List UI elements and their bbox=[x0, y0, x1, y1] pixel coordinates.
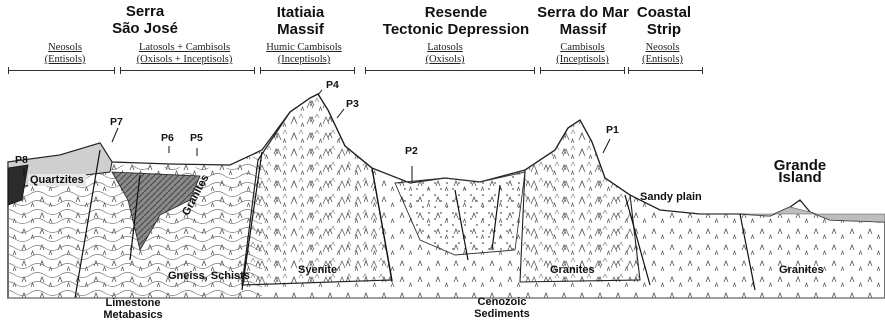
extent-bar bbox=[120, 70, 255, 71]
label-limestone-metabasics: Limestone Metabasics bbox=[92, 297, 174, 321]
region-name: Itatiaia Massif bbox=[253, 4, 348, 38]
region-name: Coastal Strip bbox=[624, 4, 704, 38]
label-gneiss-schists: Gneiss, Schists bbox=[168, 270, 250, 282]
soil-label-cambisols: Cambisols (Inceptisols) bbox=[545, 42, 620, 66]
extent-bar bbox=[628, 70, 703, 71]
point-p1: P1 bbox=[606, 124, 619, 136]
soil-label-humic-cambisols: Humic Cambisols (Inceptisols) bbox=[259, 42, 349, 66]
extent-bar bbox=[540, 70, 625, 71]
point-p3: P3 bbox=[346, 98, 359, 110]
label-syenite: Syenite bbox=[298, 264, 337, 276]
label-granites-serra-do-mar: Granites bbox=[550, 264, 595, 276]
label-sandy-plain: Sandy plain bbox=[640, 191, 702, 203]
soil-text: Neosols (Entisols) bbox=[20, 42, 110, 66]
point-p7: P7 bbox=[110, 116, 123, 128]
point-p4: P4 bbox=[326, 79, 339, 91]
extent-bar bbox=[8, 70, 115, 71]
region-name: Resende Tectonic Depression bbox=[368, 4, 544, 38]
label-grande-island: Grande Island bbox=[760, 160, 840, 184]
soil-label-neosols-west: Neosols (Entisols) bbox=[20, 42, 110, 66]
soil-label-latosols: Latosols (Oxisols) bbox=[405, 42, 485, 66]
soil-text: Humic Cambisols (Inceptisols) bbox=[259, 42, 349, 66]
point-p8: P8 bbox=[15, 154, 28, 166]
extent-bar bbox=[365, 70, 535, 71]
label-quartzites: Quartzites bbox=[28, 174, 86, 186]
serra-do-mar-granite bbox=[520, 120, 640, 282]
soil-text: Latosols (Oxisols) bbox=[405, 42, 485, 66]
soil-label-latosols-cambisols: Latosols + Cambisols (Oxisols + Inceptis… bbox=[112, 42, 257, 66]
label-granites-island: Granites bbox=[779, 264, 824, 276]
region-header-itatiaia: Itatiaia Massif bbox=[253, 4, 348, 38]
soil-label-neosols-coast: Neosols (Entisols) bbox=[625, 42, 700, 66]
region-header-serra-do-mar: Serra do Mar Massif bbox=[535, 4, 631, 38]
syenite-massif bbox=[242, 94, 392, 285]
soil-text: Cambisols (Inceptisols) bbox=[545, 42, 620, 66]
label-cenozoic-sediments: Cenozoic Sediments bbox=[462, 296, 542, 320]
point-p2: P2 bbox=[405, 145, 418, 157]
soil-text: Latosols + Cambisols (Oxisols + Inceptis… bbox=[112, 42, 257, 66]
region-header-serra-sao-jose: Serra São José bbox=[70, 3, 220, 37]
region-header-coastal: Coastal Strip bbox=[624, 4, 704, 38]
point-p5: P5 bbox=[190, 132, 203, 144]
region-name: Serra do Mar Massif bbox=[535, 4, 631, 38]
region-name: Serra São José bbox=[70, 3, 220, 37]
soil-text: Neosols (Entisols) bbox=[625, 42, 700, 66]
extent-bar bbox=[260, 70, 355, 71]
point-p6: P6 bbox=[161, 132, 174, 144]
region-header-resende: Resende Tectonic Depression bbox=[368, 4, 544, 38]
